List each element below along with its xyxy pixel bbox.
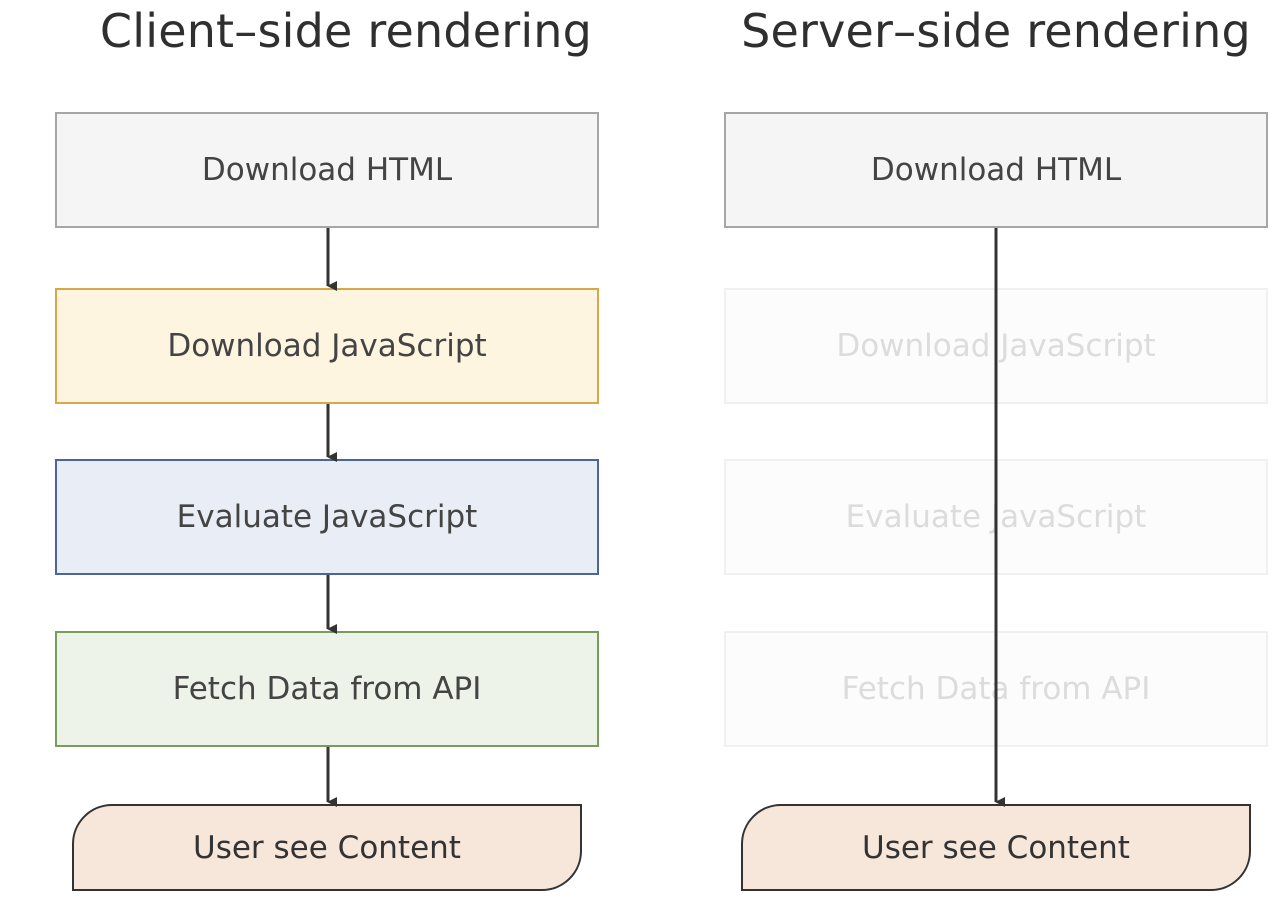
server-side-title: Server–side rendering [741, 4, 1251, 58]
client-download-html-label: Download HTML [201, 152, 453, 188]
client-download-javascript-box: Download JavaScript [55, 288, 599, 404]
server-evaluate-javascript-label: Evaluate JavaScript [845, 499, 1147, 535]
server-evaluate-javascript-box-faded: Evaluate JavaScript [724, 459, 1268, 575]
server-download-html-label: Download HTML [870, 152, 1122, 188]
client-evaluate-javascript-label: Evaluate JavaScript [176, 499, 478, 535]
server-download-javascript-box-faded: Download JavaScript [724, 288, 1268, 404]
client-download-html-box: Download HTML [55, 112, 599, 228]
client-user-see-content-label: User see Content [193, 829, 461, 866]
client-fetch-data-label: Fetch Data from API [172, 671, 482, 707]
client-fetch-data-box: Fetch Data from API [55, 631, 599, 747]
client-download-javascript-label: Download JavaScript [167, 328, 487, 364]
client-evaluate-javascript-box: Evaluate JavaScript [55, 459, 599, 575]
server-fetch-data-box-faded: Fetch Data from API [724, 631, 1268, 747]
server-user-see-content-label: User see Content [862, 829, 1130, 866]
server-download-html-box: Download HTML [724, 112, 1268, 228]
client-side-title: Client–side rendering [99, 4, 593, 58]
server-fetch-data-label: Fetch Data from API [841, 671, 1151, 707]
server-download-javascript-label: Download JavaScript [836, 328, 1156, 364]
client-user-see-content-box: User see Content [72, 804, 582, 891]
server-user-see-content-box: User see Content [741, 804, 1251, 891]
